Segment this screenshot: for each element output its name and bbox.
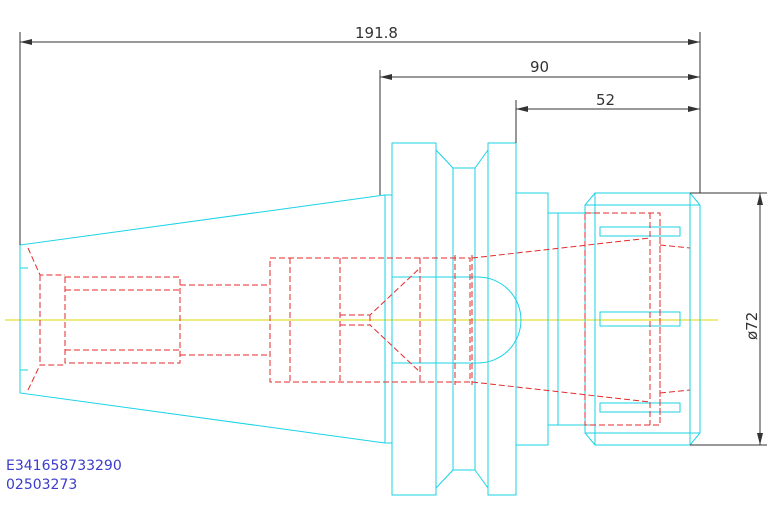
bore-main (269, 257, 471, 383)
flange-rear (487, 142, 517, 496)
dimension-52: 52 (515, 91, 700, 143)
dimension-90: 90 (379, 58, 700, 195)
dimension-90-label: 90 (530, 58, 549, 76)
dimension-overall-label: 191.8 (355, 24, 398, 42)
part-code-line1: E341658733290 (6, 458, 122, 474)
collet-seat (584, 212, 661, 426)
flange (391, 142, 437, 496)
dimension-diameter: ø72 (690, 192, 767, 446)
bore-rear (64, 276, 181, 364)
dimension-52-label: 52 (596, 91, 615, 109)
clamping-nut (584, 192, 701, 446)
drive-key (392, 276, 522, 364)
dimension-overall: 191.8 (19, 24, 701, 245)
holder-outline (19, 142, 701, 496)
part-code-line2: 02503273 (6, 477, 77, 493)
taper-shank (19, 194, 386, 444)
dimension-diameter-label: ø72 (743, 312, 761, 340)
hidden-lines (27, 212, 691, 426)
